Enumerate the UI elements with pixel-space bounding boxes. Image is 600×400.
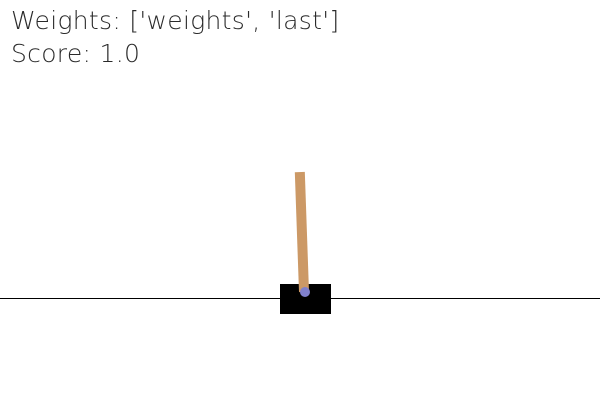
hud-overlay: Weights: ['weights', 'last'] Score: 1.0: [11, 4, 339, 70]
score-label: Score: 1.0: [11, 39, 141, 68]
pole: [294, 171, 309, 293]
weights-label: Weights: ['weights', 'last']: [11, 6, 340, 35]
axle: [300, 287, 310, 297]
